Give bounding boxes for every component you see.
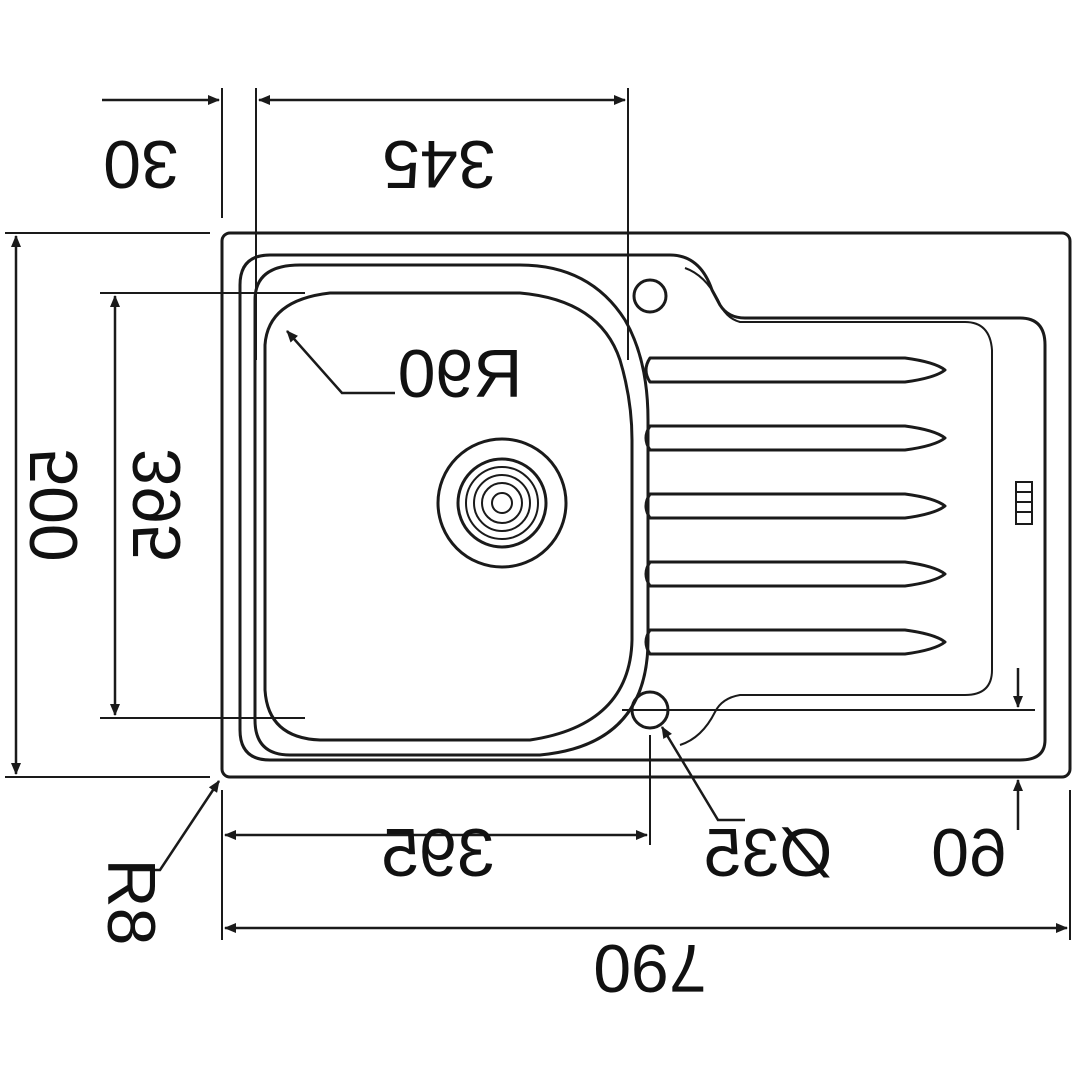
dim-label-waste-diameter: Ø35 bbox=[704, 815, 833, 891]
drainer-groove bbox=[644, 492, 947, 520]
dim-label-corner-radius: R8 bbox=[93, 859, 169, 946]
overflow-slot bbox=[1015, 481, 1033, 525]
dim-label-total-depth: 500 bbox=[16, 448, 92, 561]
dim-label-drainer-offset: 60 bbox=[931, 815, 1007, 891]
dim-label-bowl-depth: 395 bbox=[119, 448, 195, 561]
bowl-outer-rim bbox=[253, 263, 650, 757]
dim-label-bowl-radius: R90 bbox=[398, 336, 523, 412]
dimension-lines bbox=[11, 95, 1068, 933]
drainer-board-edge bbox=[679, 267, 993, 746]
drainer-groove bbox=[644, 424, 947, 452]
dim-label-top-left: 30 bbox=[103, 126, 179, 202]
dim-label-top-right: 345 bbox=[382, 126, 495, 202]
bowl-inner-edge bbox=[263, 291, 634, 742]
dim-label-total-width: 790 bbox=[593, 930, 706, 1006]
tap-hole bbox=[632, 278, 668, 314]
sink-outline bbox=[220, 231, 1072, 779]
drainer-grooves bbox=[644, 356, 947, 656]
dimension-labels: 30 345 R90 500 395 395 Ø35 60 R8 790 bbox=[16, 126, 1007, 1006]
leader-waste-diameter bbox=[660, 726, 745, 822]
bowl-waste bbox=[436, 437, 568, 569]
drainer-groove bbox=[644, 560, 947, 588]
dim-label-bowl-width: 395 bbox=[381, 815, 494, 891]
sink-outer-rim bbox=[220, 231, 1072, 779]
drainer-groove bbox=[644, 628, 947, 656]
drainer-groove bbox=[644, 356, 947, 384]
leader-corner-radius bbox=[132, 780, 221, 872]
leader-bowl-radius bbox=[286, 330, 395, 395]
extension-lines bbox=[5, 88, 1071, 940]
